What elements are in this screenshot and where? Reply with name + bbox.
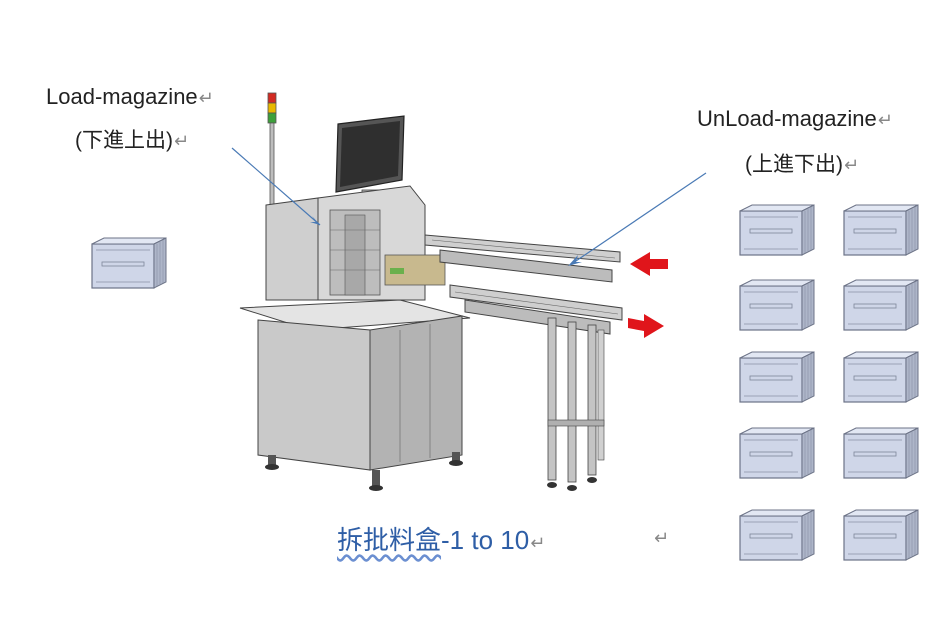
load-magazine-box (91, 237, 167, 289)
unload-magazine-box (843, 427, 919, 479)
unload-magazine-box (843, 351, 919, 403)
unload-magazine-subtitle: (上進下出) (745, 153, 843, 176)
load-magazine-subtitle: (下進上出) (75, 129, 173, 152)
load-subtitle-return-mark: ↵ (174, 131, 190, 151)
unload-magazine-box (843, 509, 919, 561)
caption-cjk: 拆批料盒 (337, 525, 442, 555)
flow-arrow-in (630, 252, 668, 276)
unload-magazine-box (739, 427, 815, 479)
caption-return-mark: ↵ (530, 533, 546, 553)
diagram-caption: 拆批料盒-1 to 10↵ (337, 520, 545, 557)
unload-magazine-label: UnLoad-magazine↵ (697, 106, 893, 132)
unload-return-mark: ↵ (877, 110, 893, 130)
unload-magazine-box (739, 351, 815, 403)
load-magazine-title: Load-magazine (46, 84, 198, 109)
conveyor-upper (424, 234, 621, 283)
load-magazine-subtitle-row: (下進上出)↵ (75, 124, 189, 154)
automated-handling-machine (239, 92, 471, 491)
flow-arrow-out (628, 314, 664, 338)
unload-subtitle-return-mark: ↵ (844, 155, 860, 175)
stray-return-mark: ↵ (654, 528, 670, 549)
signal-tower (267, 92, 277, 274)
unload-magazine-subtitle-row: (上進下出)↵ (745, 148, 859, 178)
unload-magazine-title: UnLoad-magazine (697, 106, 877, 131)
unload-magazine-box (739, 509, 815, 561)
unload-magazine-box (739, 204, 815, 256)
load-magazine-label: Load-magazine↵ (46, 84, 214, 110)
unload-magazine-box (843, 279, 919, 331)
load-leader-line (231, 147, 321, 226)
conveyor-legs (547, 317, 605, 491)
unload-magazine-box (843, 204, 919, 256)
caption-range: -1 to 10 (441, 525, 530, 555)
unload-magazine-stack (739, 204, 919, 561)
unload-magazine-box (739, 279, 815, 331)
load-return-mark: ↵ (198, 88, 214, 108)
unload-leader-line (569, 172, 707, 266)
